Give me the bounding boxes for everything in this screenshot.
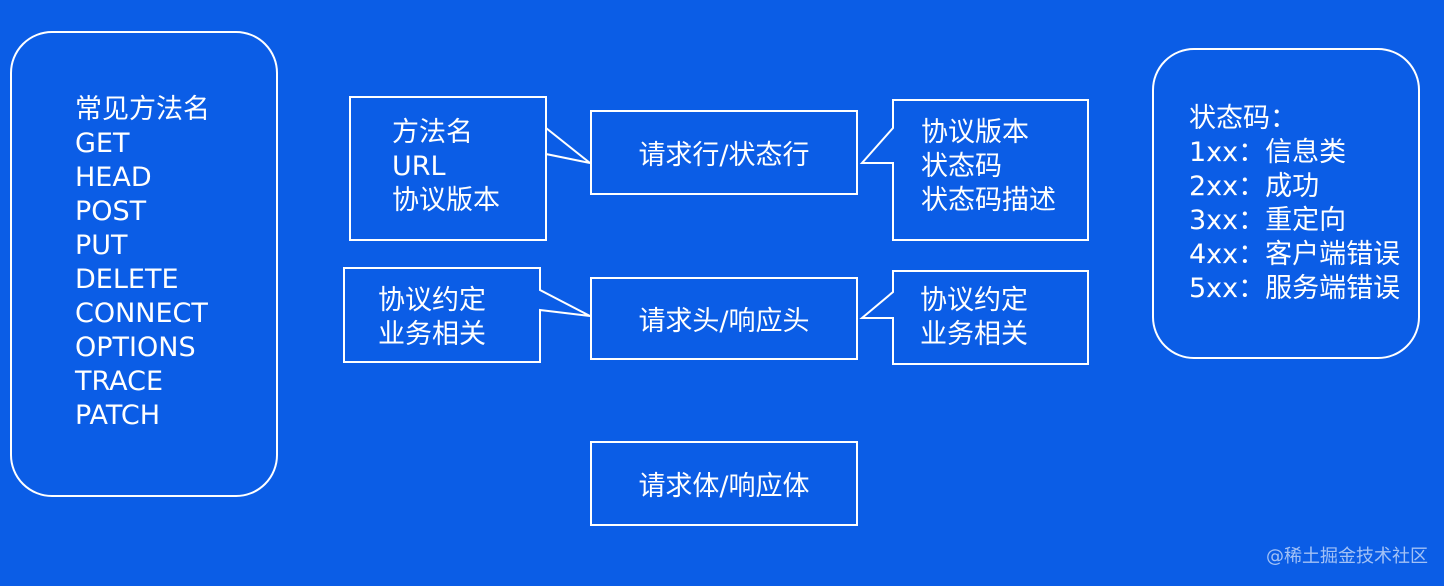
status-codes-panel: 状态码： 1xx：信息类 2xx：成功 3xx：重定向 4xx：客户端错误 5x…	[1152, 48, 1420, 359]
method-patch: PATCH	[75, 400, 160, 431]
request-line-label: 请求行/状态行	[638, 140, 810, 171]
status-codes-title: 状态码：	[1189, 103, 1297, 134]
callout-headers-right-protocol: 协议约定	[920, 285, 1028, 316]
callout-method-name: 方法名	[392, 117, 473, 148]
request-line-box: 请求行/状态行	[590, 110, 858, 195]
method-post: POST	[75, 196, 147, 227]
status-2xx: 2xx：成功	[1189, 171, 1320, 202]
callout-status-description: 状态码描述	[921, 185, 1056, 216]
callout-protocol-version: 协议版本	[392, 185, 500, 216]
request-line-left-callout-shape	[349, 96, 591, 241]
method-trace: TRACE	[75, 366, 164, 397]
callout-headers-left-business: 业务相关	[378, 319, 486, 350]
method-get: GET	[75, 128, 130, 159]
body-label: 请求体/响应体	[638, 471, 810, 502]
body-box: 请求体/响应体	[590, 441, 858, 526]
headers-right-callout-shape	[859, 270, 1089, 365]
callout-url: URL	[392, 151, 446, 182]
headers-label: 请求头/响应头	[638, 306, 810, 337]
callout-status-code: 状态码	[921, 151, 1002, 182]
method-connect: CONNECT	[75, 298, 208, 329]
methods-list: 常见方法名 GET HEAD POST PUT DELETE CONNECT O…	[75, 93, 210, 433]
method-head: HEAD	[75, 162, 152, 193]
headers-box: 请求头/响应头	[590, 277, 858, 360]
status-4xx: 4xx：客户端错误	[1189, 239, 1401, 270]
headers-left-callout-shape	[343, 267, 591, 363]
status-line-right-callout-shape	[859, 99, 1089, 241]
headers-left-callout-text: 协议约定 业务相关	[378, 284, 486, 352]
method-put: PUT	[75, 230, 128, 261]
status-1xx: 1xx：信息类	[1189, 137, 1347, 168]
headers-right-callout-text: 协议约定 业务相关	[920, 284, 1028, 352]
status-line-right-callout-text: 协议版本 状态码 状态码描述	[921, 116, 1056, 218]
request-line-left-callout-text: 方法名 URL 协议版本	[392, 116, 500, 218]
methods-panel: 常见方法名 GET HEAD POST PUT DELETE CONNECT O…	[10, 31, 278, 497]
status-5xx: 5xx：服务端错误	[1189, 273, 1401, 304]
callout-headers-left-protocol: 协议约定	[378, 285, 486, 316]
status-3xx: 3xx：重定向	[1189, 205, 1347, 236]
callout-status-protocol-version: 协议版本	[921, 117, 1029, 148]
methods-title: 常见方法名	[75, 94, 210, 125]
watermark: @稀土掘金技术社区	[1266, 546, 1428, 567]
status-codes-list: 状态码： 1xx：信息类 2xx：成功 3xx：重定向 4xx：客户端错误 5x…	[1189, 102, 1400, 306]
method-delete: DELETE	[75, 264, 179, 295]
callout-headers-right-business: 业务相关	[920, 319, 1028, 350]
method-options: OPTIONS	[75, 332, 196, 363]
